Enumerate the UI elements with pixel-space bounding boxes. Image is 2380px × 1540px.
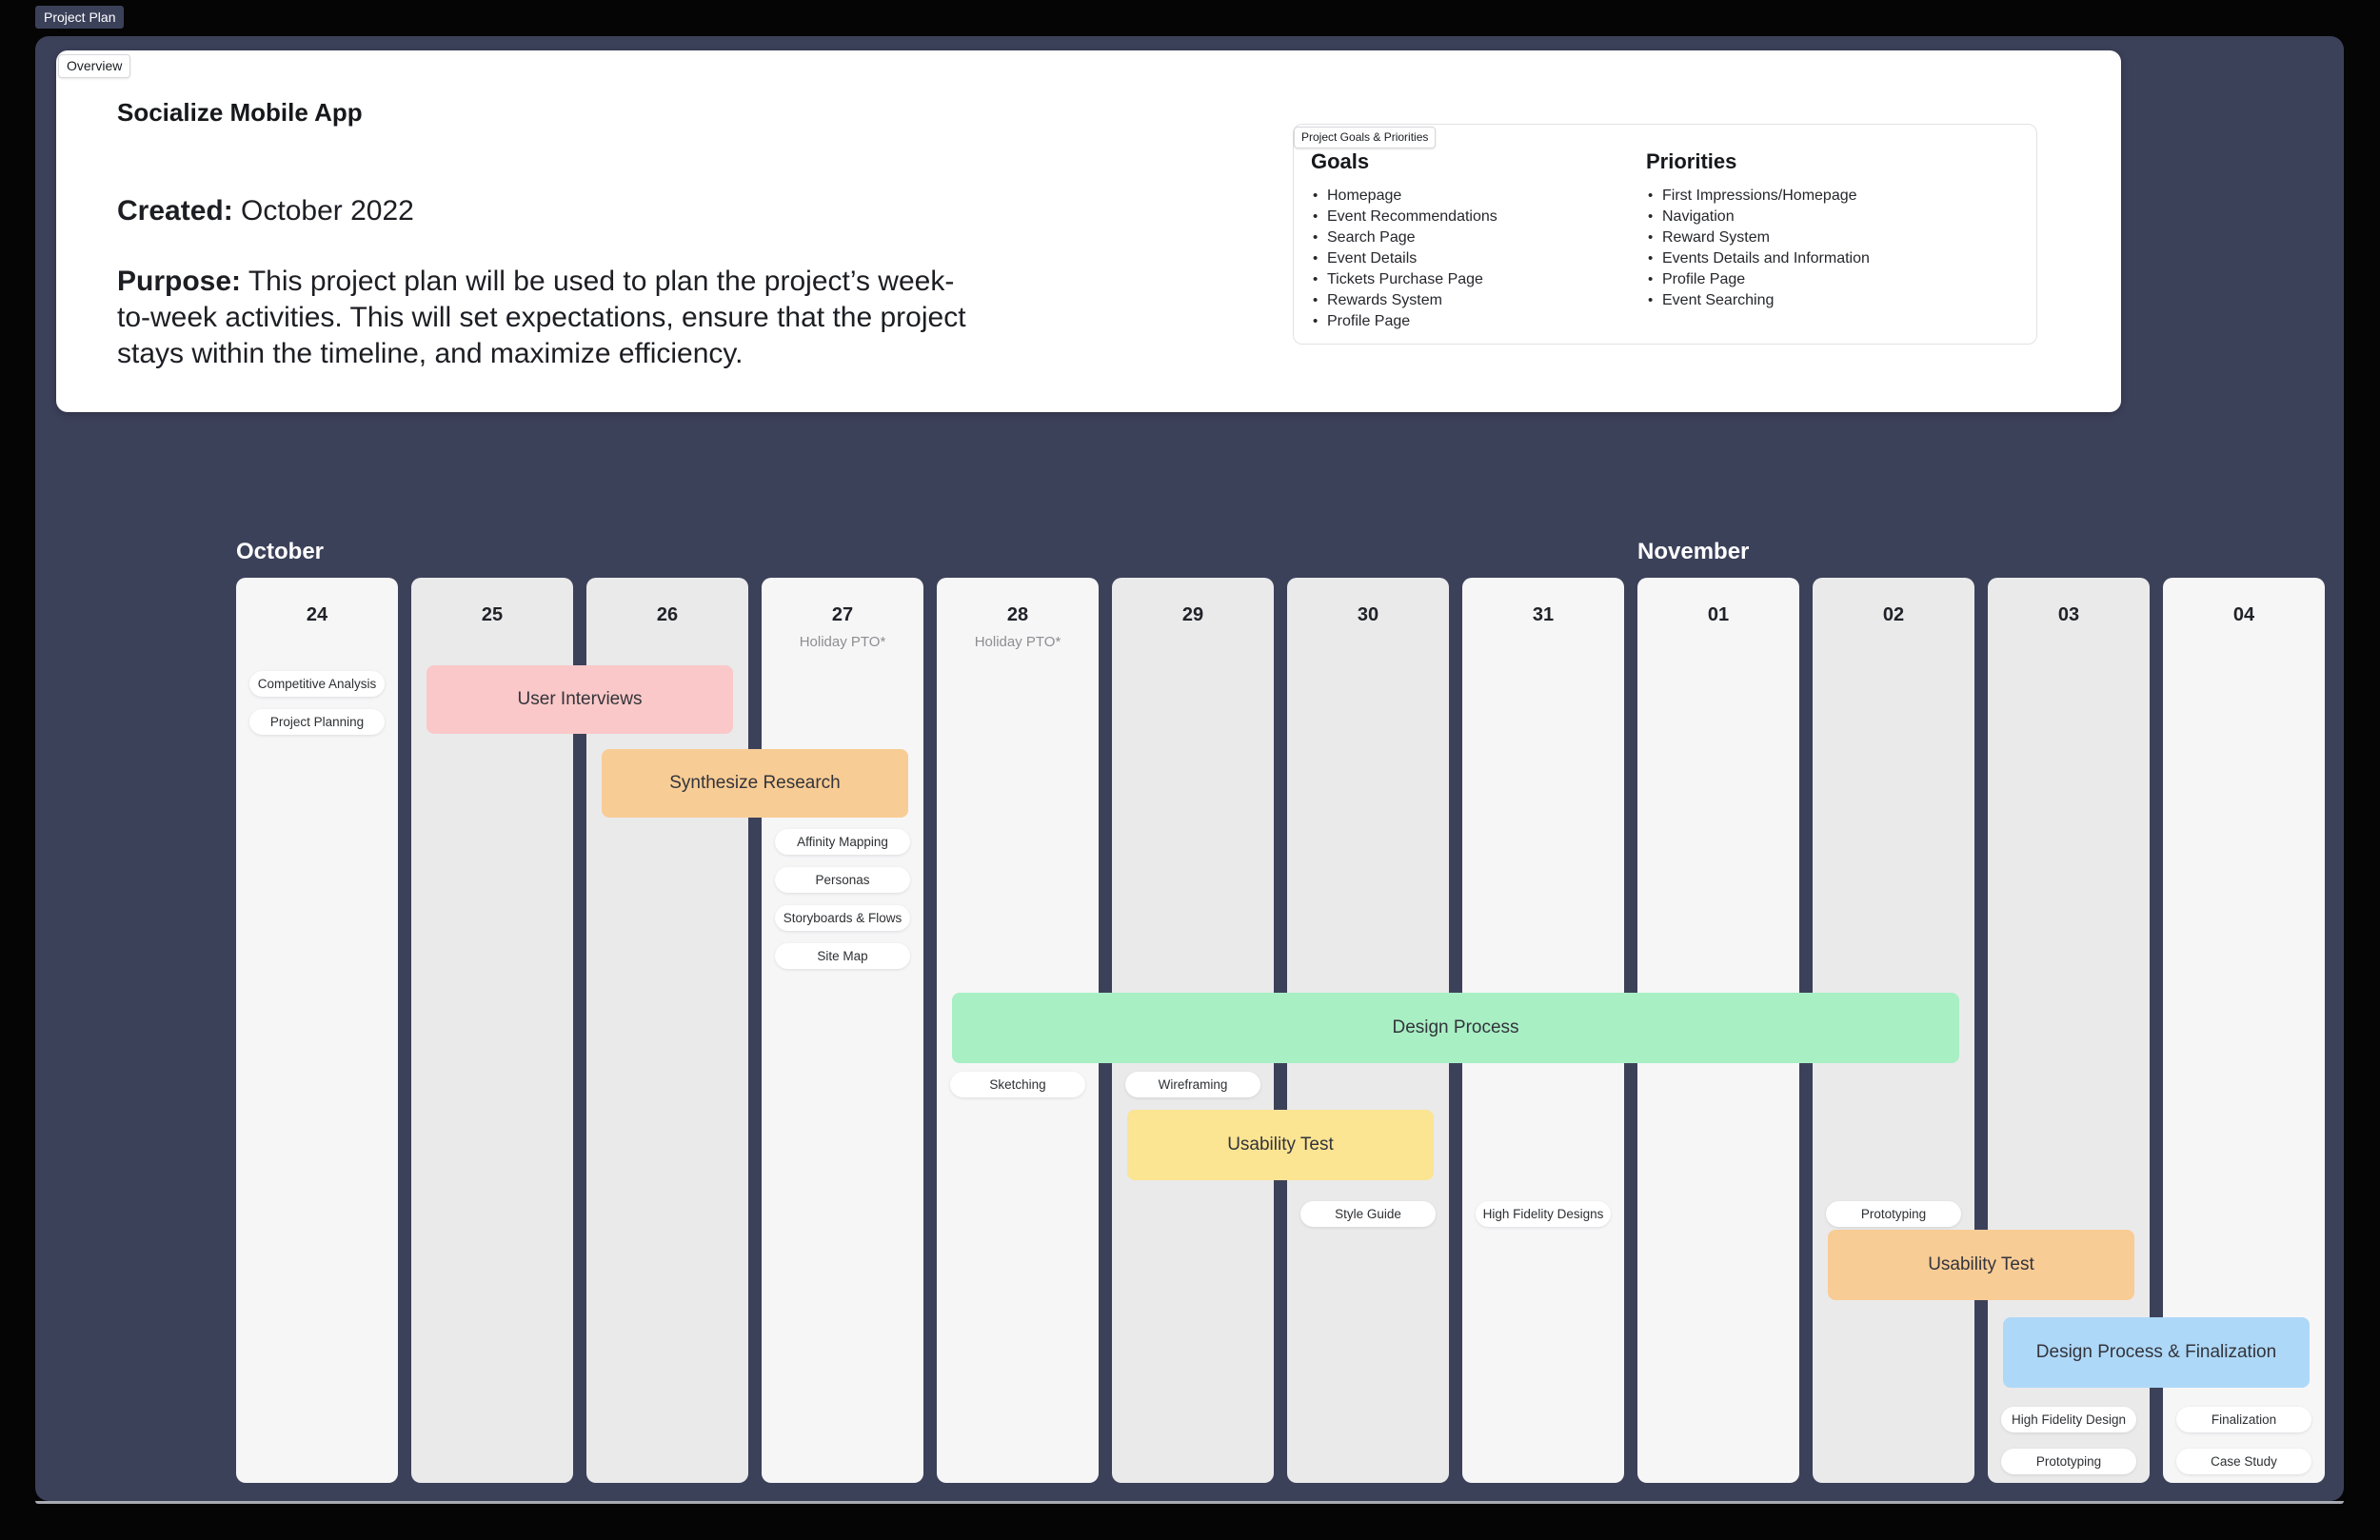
goals-column: Goals HomepageEvent RecommendationsSearc… (1311, 125, 1497, 332)
event-card[interactable]: Design Process (952, 993, 1959, 1063)
goal-item: Tickets Purchase Page (1311, 269, 1497, 290)
priority-item: Navigation (1646, 207, 1870, 227)
goal-item: Homepage (1311, 186, 1497, 207)
task-pill[interactable]: Storyboards & Flows (775, 905, 910, 931)
task-pill[interactable]: Competitive Analysis (249, 671, 385, 697)
column-date: 02 (1882, 604, 1905, 625)
priorities-list: First Impressions/HomepageNavigationRewa… (1646, 186, 1870, 311)
event-card[interactable]: Usability Test (1127, 1110, 1434, 1180)
overview-tab[interactable]: Overview (58, 54, 131, 78)
goal-item: Search Page (1311, 227, 1497, 248)
column-date: 03 (2057, 604, 2080, 625)
task-pill[interactable]: Prototyping (2001, 1449, 2136, 1474)
column-date: 24 (306, 604, 328, 625)
panel-bottom-edge (35, 1501, 2344, 1504)
task-pill[interactable]: Finalization (2176, 1407, 2311, 1432)
goals-priorities-card: Project Goals & Priorities Goals Homepag… (1293, 124, 2037, 345)
event-card[interactable]: User Interviews (426, 665, 733, 734)
goal-item: Rewards System (1311, 290, 1497, 311)
task-pill[interactable]: Style Guide (1300, 1201, 1436, 1227)
priority-item: Events Details and Information (1646, 248, 1870, 269)
column-note: Holiday PTO* (799, 634, 886, 650)
column-date: 31 (1532, 604, 1555, 625)
column-date: 25 (481, 604, 504, 625)
task-pill[interactable]: Affinity Mapping (775, 829, 910, 855)
priority-item: First Impressions/Homepage (1646, 186, 1870, 207)
priority-item: Reward System (1646, 227, 1870, 248)
purpose-label: Purpose: (117, 266, 242, 297)
task-pill[interactable]: High Fidelity Design (2001, 1407, 2136, 1432)
purpose-text: This project plan will be used to plan t… (117, 266, 966, 369)
page-title: Socialize Mobile App (117, 98, 363, 127)
created-label: Created: (117, 195, 233, 227)
month-label: November (1637, 539, 1750, 564)
column-date: 04 (2232, 604, 2255, 625)
task-pill[interactable]: Wireframing (1125, 1072, 1260, 1097)
column-date: 01 (1707, 604, 1730, 625)
goal-item: Event Recommendations (1311, 207, 1497, 227)
task-pill[interactable]: Personas (775, 867, 910, 893)
column-note: Holiday PTO* (974, 634, 1061, 650)
column-date: 30 (1357, 604, 1379, 625)
goals-list: HomepageEvent RecommendationsSearch Page… (1311, 186, 1497, 332)
purpose-line: Purpose: This project plan will be used … (117, 264, 979, 372)
task-pill[interactable]: Site Map (775, 943, 910, 969)
priority-item: Profile Page (1646, 269, 1870, 290)
created-line: Created: October 2022 (117, 195, 414, 227)
created-value: October 2022 (232, 195, 414, 227)
goal-item: Profile Page (1311, 311, 1497, 332)
task-pill[interactable]: High Fidelity Designs (1476, 1201, 1611, 1227)
month-label: October (236, 539, 325, 564)
task-pill[interactable]: Prototyping (1826, 1201, 1961, 1227)
task-pill[interactable]: Case Study (2176, 1449, 2311, 1474)
priorities-heading: Priorities (1646, 149, 1737, 173)
goals-heading: Goals (1311, 149, 1370, 173)
event-card[interactable]: Design Process & Finalization (2003, 1317, 2310, 1388)
overview-card: Overview Socialize Mobile App Created: O… (56, 50, 2121, 412)
task-pill[interactable]: Project Planning (249, 709, 385, 735)
project-plan-section: Overview Socialize Mobile App Created: O… (35, 36, 2344, 1501)
task-pill[interactable]: Sketching (950, 1072, 1085, 1097)
file-tab[interactable]: Project Plan (35, 6, 125, 29)
goals-priorities-tab[interactable]: Project Goals & Priorities (1294, 127, 1437, 148)
column-date: 27 (831, 604, 854, 625)
column-date: 26 (656, 604, 679, 625)
event-card[interactable]: Usability Test (1828, 1230, 2134, 1300)
column-date: 29 (1181, 604, 1204, 625)
event-card[interactable]: Synthesize Research (602, 749, 908, 818)
priorities-column: Priorities First Impressions/HomepageNav… (1646, 125, 1870, 311)
column-date: 28 (1006, 604, 1029, 625)
priority-item: Event Searching (1646, 290, 1870, 311)
goal-item: Event Details (1311, 248, 1497, 269)
